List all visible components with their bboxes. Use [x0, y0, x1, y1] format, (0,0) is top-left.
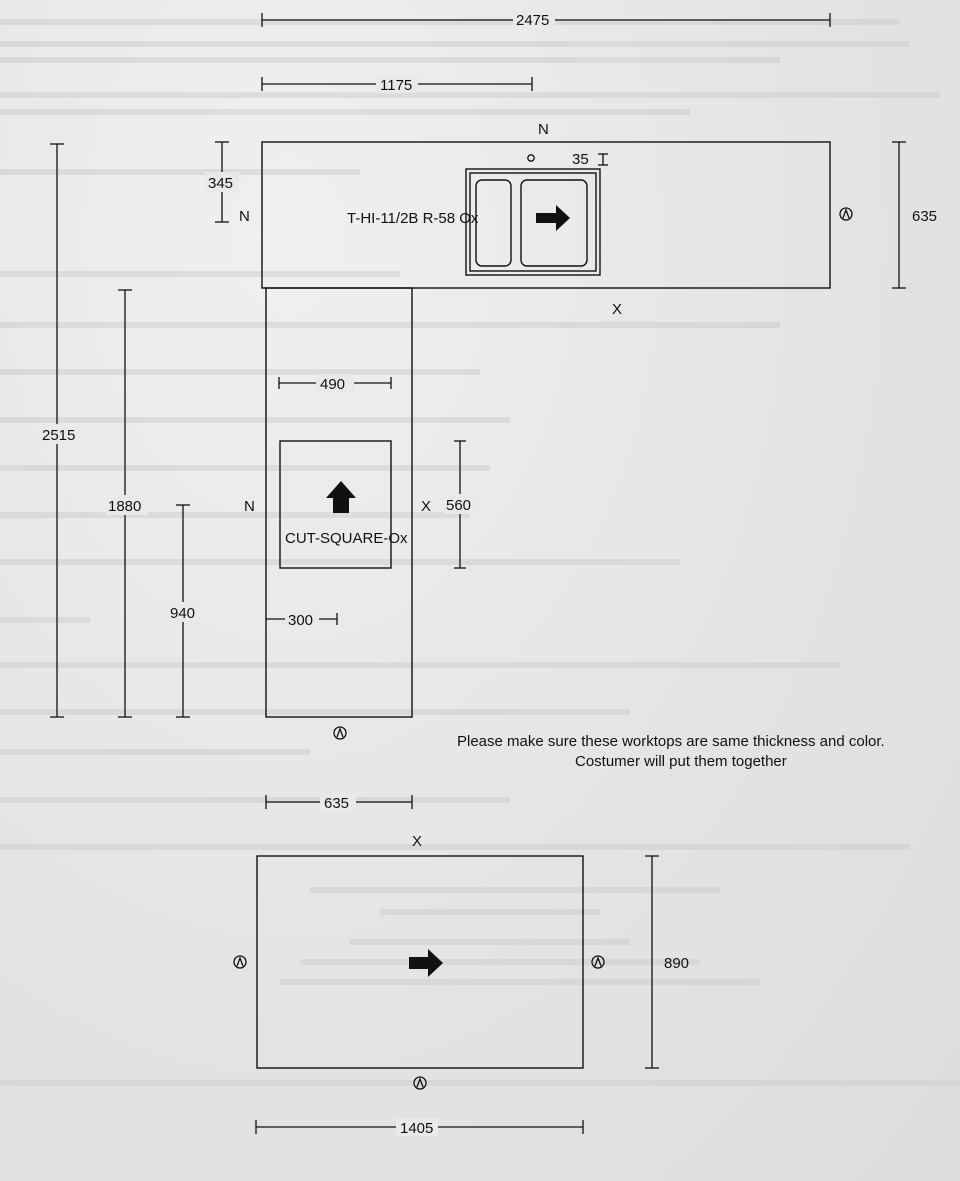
faint-background-text	[0, 19, 960, 1086]
dim-line-1880	[106, 289, 148, 718]
edge-mark-n-side: N	[244, 498, 255, 515]
dim-940: 940	[170, 605, 195, 622]
top-worktop	[261, 141, 831, 289]
dim-line-300	[266, 610, 338, 628]
edge-mark-x-bottom: X	[412, 833, 422, 850]
dim-890: 890	[664, 955, 689, 972]
dim-line-635-right	[892, 141, 906, 289]
dim-560: 560	[446, 497, 471, 514]
dim-line-490	[278, 374, 392, 392]
cutout	[279, 440, 392, 569]
dim-1405: 1405	[400, 1120, 433, 1137]
sink	[465, 168, 601, 276]
note-line-2: Costumer will put them together	[575, 753, 787, 770]
arrow-right-icon	[536, 205, 570, 231]
side-worktop	[265, 287, 413, 718]
edge-mark-x-side: X	[421, 498, 431, 515]
arrow-right-icon	[409, 949, 443, 977]
dim-line-2475	[261, 10, 831, 28]
sink-model-label: T-HI-11/2B R-58 Ox	[347, 210, 479, 227]
dim-line-940	[167, 504, 201, 718]
dim-line-890	[645, 855, 659, 1069]
dim-635-right: 635	[912, 208, 937, 225]
dim-635-bottom: 635	[324, 795, 349, 812]
dim-2475: 2475	[516, 12, 549, 29]
edge-mark-n-left: N	[239, 208, 250, 225]
arrow-up-icon	[326, 481, 356, 513]
dim-2515: 2515	[42, 427, 75, 444]
finished-edge-icon	[333, 726, 347, 740]
dim-line-560	[443, 440, 479, 569]
finished-edge-icon	[839, 207, 853, 221]
dim-line-2515	[40, 143, 82, 718]
dim-line-345	[205, 141, 239, 223]
dim-line-635-bottom	[265, 793, 413, 811]
dim-1880: 1880	[108, 498, 141, 515]
tap-hole-icon	[527, 154, 535, 162]
edge-mark-x-top: X	[612, 301, 622, 318]
dim-345: 345	[208, 175, 233, 192]
dim-line-1405	[255, 1118, 584, 1136]
edge-mark-n-top: N	[538, 121, 549, 138]
finished-edge-icon	[591, 955, 605, 969]
dim-line-1175	[261, 75, 533, 93]
cutout-model-label: CUT-SQUARE-Ox	[285, 530, 408, 547]
dim-1175: 1175	[380, 77, 412, 94]
dim-300: 300	[288, 612, 313, 629]
sink-offset-marker	[598, 153, 608, 166]
finished-edge-icon	[233, 955, 247, 969]
bottom-worktop	[256, 855, 584, 1069]
dim-490: 490	[320, 376, 345, 393]
note-line-1: Please make sure these worktops are same…	[457, 733, 885, 750]
finished-edge-icon	[413, 1076, 427, 1090]
sink-offset-dim: 35	[572, 151, 589, 168]
